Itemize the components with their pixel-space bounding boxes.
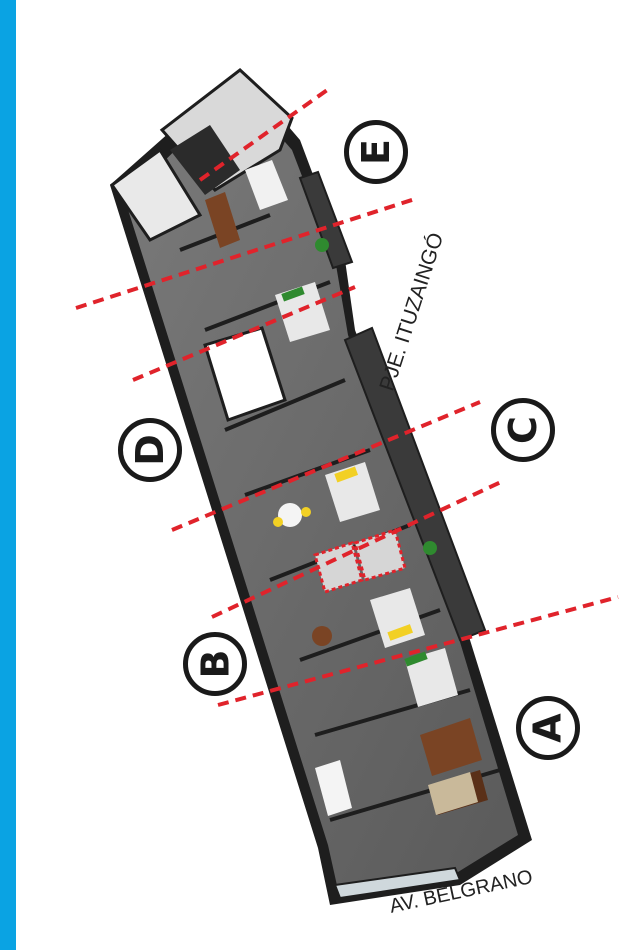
unit-a-badge: A bbox=[516, 696, 580, 760]
bathroom-c bbox=[313, 541, 364, 594]
plant-1 bbox=[315, 238, 329, 252]
unit-e-badge: E bbox=[344, 120, 408, 184]
unit-d-label: D bbox=[127, 434, 172, 466]
rooftop-terrace bbox=[109, 147, 203, 242]
bed-b-pillows bbox=[387, 624, 413, 641]
stair-core bbox=[170, 125, 240, 195]
bed-a-headboard bbox=[404, 651, 428, 667]
bed-d-headboard bbox=[281, 286, 305, 302]
wood-cabinet-e bbox=[205, 192, 240, 248]
unit-c-badge: C bbox=[491, 398, 555, 462]
dining-table-c bbox=[278, 503, 302, 527]
front-glazing bbox=[333, 866, 462, 900]
blue-edge-bar bbox=[0, 0, 16, 950]
light-patio bbox=[203, 326, 287, 422]
dining-table-b bbox=[312, 626, 332, 646]
unit-b-label: B bbox=[193, 649, 237, 679]
sofa-a bbox=[428, 772, 478, 815]
bed-c-pillows bbox=[334, 466, 359, 483]
unit-c-label: C bbox=[500, 416, 545, 444]
chair-yellow-1 bbox=[301, 507, 311, 517]
chair-yellow-2 bbox=[273, 517, 283, 527]
divider-d-c bbox=[132, 285, 356, 382]
plant-2 bbox=[423, 541, 437, 555]
divider-e-top bbox=[198, 86, 332, 182]
kitchen-counter-a bbox=[315, 760, 352, 816]
unit-a-label: A bbox=[525, 713, 570, 743]
divider-c-b bbox=[171, 400, 481, 532]
bed-e bbox=[245, 160, 288, 210]
unit-b-badge: B bbox=[183, 632, 247, 696]
divider-b-a-2 bbox=[217, 595, 619, 707]
wood-cabinet-a bbox=[420, 718, 482, 776]
bed-a bbox=[405, 648, 458, 707]
unit-d-badge: D bbox=[118, 418, 182, 482]
balcony-strip bbox=[343, 326, 487, 642]
unit-e-label: E bbox=[354, 139, 398, 165]
divider-e-d bbox=[75, 196, 419, 310]
unit-dividers bbox=[75, 86, 619, 707]
